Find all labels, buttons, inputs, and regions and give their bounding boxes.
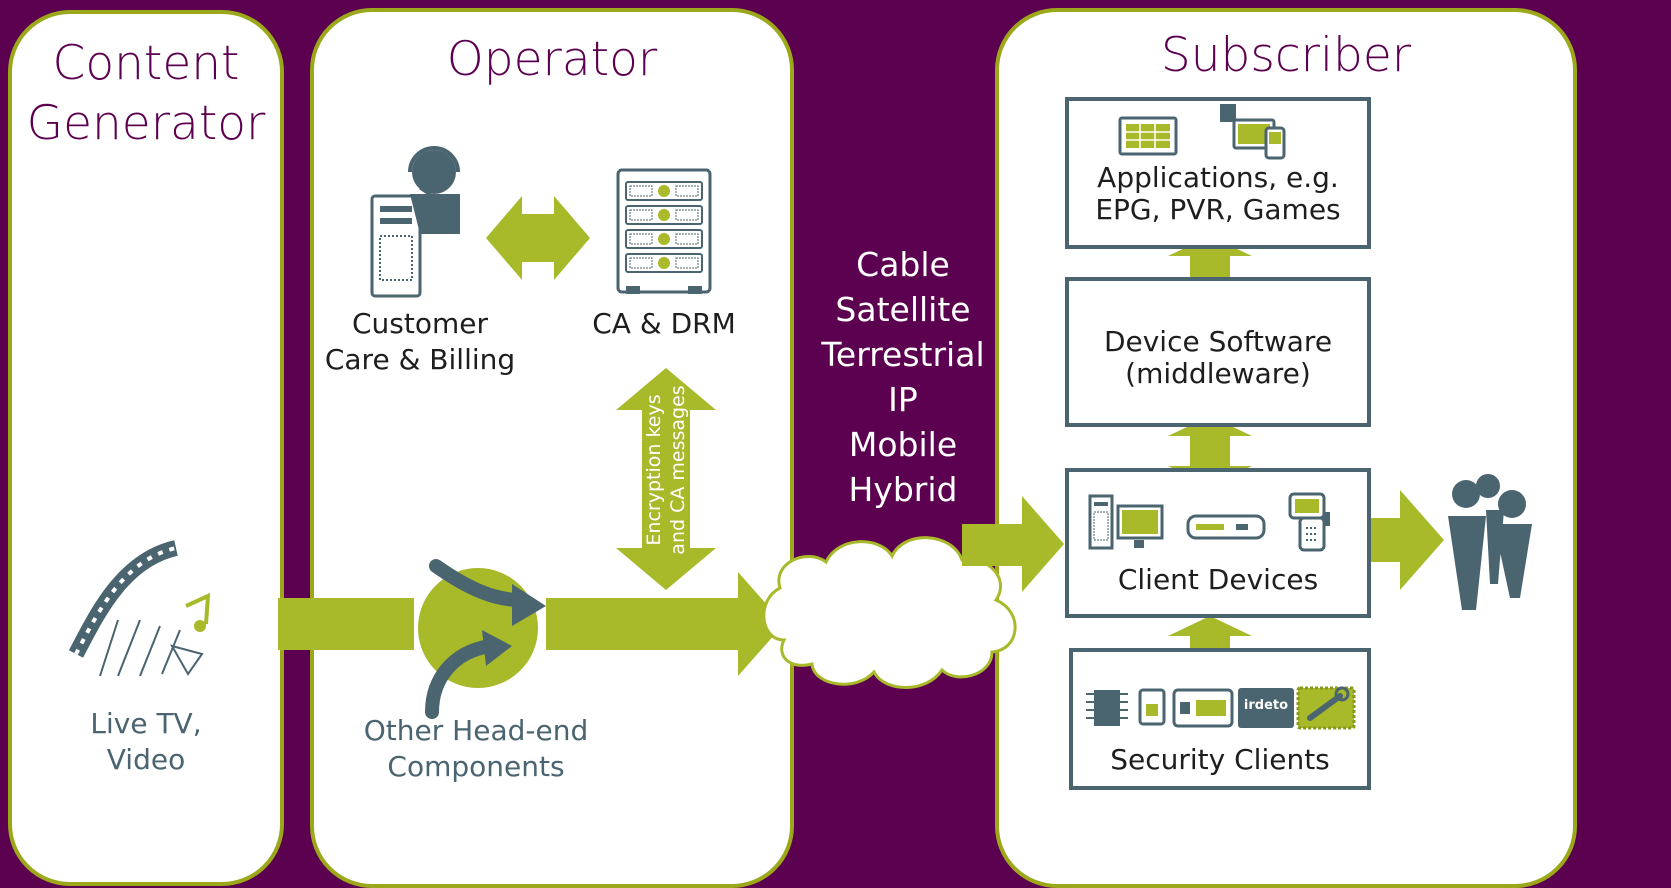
content-source-line-2: Video bbox=[106, 743, 186, 777]
users-icon bbox=[1448, 474, 1532, 610]
encryption-line-1: Encryption keys bbox=[643, 394, 665, 546]
security-clients-label: Security Clients bbox=[1110, 743, 1330, 776]
icon-graphics bbox=[68, 104, 1532, 730]
applications-line-1: Applications, e.g. bbox=[1097, 161, 1339, 194]
smart-card-icon bbox=[1172, 688, 1234, 728]
title-line-1: Content bbox=[52, 36, 240, 91]
operator-title: Operator bbox=[446, 32, 658, 87]
network-type-mobile: Mobile bbox=[848, 425, 958, 464]
headend-line-1: Other Head-end bbox=[363, 714, 589, 747]
network-type-ip: IP bbox=[888, 380, 918, 419]
title-line-2: Generator bbox=[26, 95, 266, 151]
double-arrow-billing-ca bbox=[486, 196, 590, 280]
software-stamp-icon bbox=[1296, 686, 1356, 730]
arrow-cloud-to-devices bbox=[962, 496, 1064, 592]
headend-line-2: Components bbox=[387, 750, 565, 784]
film-music-icon bbox=[68, 540, 211, 677]
subscriber-title: Subscriber bbox=[1160, 28, 1412, 83]
flow-band-content bbox=[278, 598, 414, 650]
encryption-keys-label: Encryption keys and CA messages bbox=[642, 385, 690, 554]
sim-card-icon bbox=[1138, 688, 1166, 726]
ca-drm-label: CA & DRM bbox=[592, 307, 736, 340]
customer-care-line-1: Customer bbox=[351, 307, 488, 340]
network-cloud bbox=[762, 536, 1017, 689]
customer-care-label: Customer Care & Billing bbox=[320, 306, 520, 379]
double-arrow-encryption bbox=[616, 368, 716, 590]
headend-icon bbox=[418, 559, 546, 719]
ca-drm-server-icon bbox=[616, 168, 712, 294]
customer-care-line-2: Care & Billing bbox=[324, 343, 516, 377]
network-types-list: Cable Satellite Terrestrial IP Mobile Hy… bbox=[810, 242, 996, 512]
multi-device-icon bbox=[1220, 104, 1286, 160]
network-type-satellite: Satellite bbox=[835, 290, 971, 329]
mobile-device-icon bbox=[1288, 492, 1330, 552]
content-source-label: Live TV, Video bbox=[10, 706, 282, 779]
network-type-hybrid: Hybrid bbox=[848, 470, 958, 509]
flow-arrow-operator-to-network bbox=[546, 572, 784, 676]
content-source-line-1: Live TV, bbox=[90, 707, 202, 740]
device-software-line-1: Device Software bbox=[1103, 325, 1333, 358]
cloud-badge-icon bbox=[1238, 688, 1294, 728]
content-generator-title: Content Generator bbox=[10, 34, 282, 153]
device-software-label: Device Software (middleware) bbox=[1065, 326, 1371, 390]
applications-box bbox=[1065, 97, 1371, 249]
operator-panel bbox=[310, 8, 794, 888]
network-type-cable: Cable bbox=[856, 245, 950, 284]
network-type-terrestrial: Terrestrial bbox=[821, 335, 985, 374]
epg-screen-icon bbox=[1118, 116, 1178, 156]
customer-care-icon bbox=[370, 146, 460, 298]
encryption-line-2: and CA messages bbox=[667, 385, 689, 555]
content-generator-panel bbox=[8, 10, 284, 886]
desktop-pc-icon bbox=[1088, 494, 1164, 550]
set-top-box-icon bbox=[1186, 514, 1266, 540]
irdeto-badge-label: irdeto bbox=[1243, 698, 1289, 713]
arrow-devices-to-users bbox=[1370, 490, 1444, 590]
applications-label: Applications, e.g. EPG, PVR, Games bbox=[1065, 162, 1371, 226]
headend-label: Other Head-end Components bbox=[330, 713, 622, 786]
security-chip-icon bbox=[1086, 690, 1128, 726]
device-software-line-2: (middleware) bbox=[1125, 356, 1311, 390]
client-devices-label: Client Devices bbox=[1117, 563, 1319, 596]
device-software-box bbox=[1065, 277, 1371, 427]
applications-line-2: EPG, PVR, Games bbox=[1095, 192, 1341, 226]
